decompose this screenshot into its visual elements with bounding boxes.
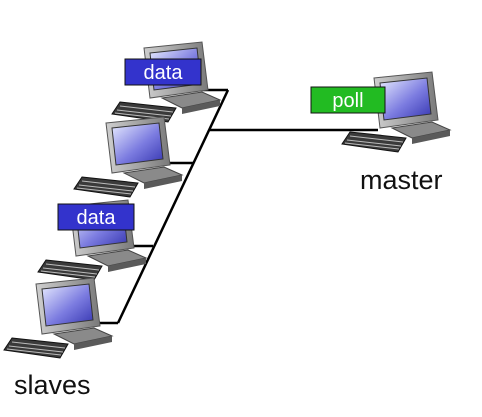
slave-1-data-label: data: [144, 62, 184, 84]
master-caption: master: [360, 165, 443, 195]
slave-1-data-tag: data: [124, 58, 202, 86]
master-poll-tag: poll: [310, 86, 386, 114]
slaves-caption: slaves: [14, 370, 91, 400]
slave-computer-4-icon: [3, 277, 113, 359]
slave-computer-2-icon: [73, 116, 183, 198]
bus-backbone: [116, 89, 230, 324]
slave-3-data-label: data: [77, 207, 117, 229]
slave-3-data-tag: data: [57, 203, 135, 231]
master-poll-label: poll: [332, 90, 363, 112]
